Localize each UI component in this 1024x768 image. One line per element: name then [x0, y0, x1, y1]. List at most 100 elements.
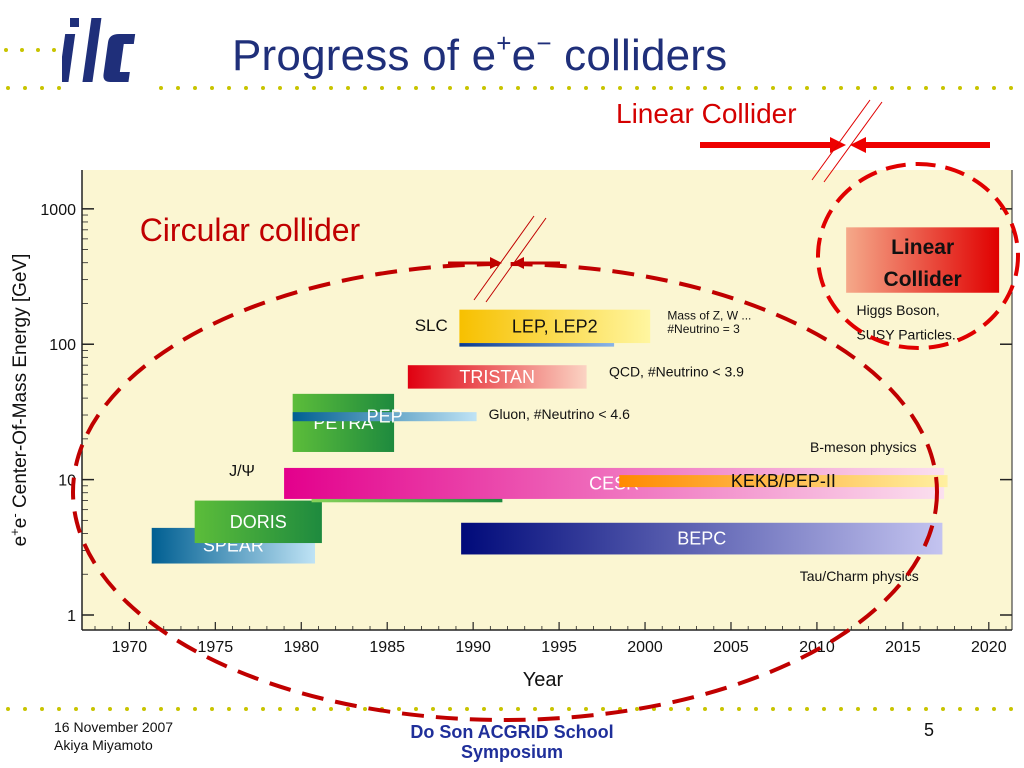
- dot: [669, 707, 673, 711]
- bar-lep-lep2: [459, 309, 651, 344]
- bar-bepc: [461, 522, 943, 555]
- linear-collider-arrow-label: Linear Collider: [616, 98, 797, 129]
- dot: [567, 86, 571, 90]
- dot: [941, 86, 945, 90]
- annotation-mass-of-z-w: Mass of Z, W ...: [667, 309, 751, 323]
- bar-doris-label: DORIS: [230, 512, 287, 532]
- bar-petra: [292, 393, 395, 452]
- dot: [635, 707, 639, 711]
- dot: [839, 707, 843, 711]
- decorative-dot-rows: [4, 48, 1013, 711]
- linear-collider-ellipse: [816, 162, 1020, 350]
- x-tick-label: 1975: [198, 639, 234, 656]
- dot: [771, 707, 775, 711]
- dot: [601, 707, 605, 711]
- slide-title: Progress of e+e− colliders: [232, 28, 728, 80]
- bar-tristan: [407, 365, 587, 389]
- x-tick-label: 1970: [112, 639, 148, 656]
- x-tick-label: 1985: [369, 639, 405, 656]
- dot: [822, 86, 826, 90]
- dot: [550, 86, 554, 90]
- dot: [924, 86, 928, 90]
- bar-pep: [292, 412, 477, 422]
- dot: [448, 707, 452, 711]
- annotation-higgs-boson: Higgs Boson,: [856, 302, 939, 318]
- annotation-gluon-neutrino-4-6: Gluon, #Neutrino < 4.6: [489, 406, 630, 422]
- dot: [1009, 86, 1013, 90]
- dot: [329, 707, 333, 711]
- annotation-circular-collider: Circular collider: [140, 212, 361, 248]
- bar-linear-collider: [846, 227, 1000, 293]
- dot: [329, 86, 333, 90]
- dot: [516, 707, 520, 711]
- dot: [618, 86, 622, 90]
- dot: [244, 86, 248, 90]
- dot: [805, 86, 809, 90]
- x-tick-label: 1995: [541, 639, 577, 656]
- bar-kekb-pep-ii: [619, 475, 948, 488]
- dot: [890, 707, 894, 711]
- dot: [754, 707, 758, 711]
- dot: [669, 86, 673, 90]
- dot: [74, 707, 78, 711]
- dot: [4, 48, 8, 52]
- x-axis-label: Year: [523, 669, 564, 691]
- footer-event-line1: Do Son ACGRID School: [410, 722, 614, 742]
- dot: [805, 707, 809, 711]
- annotation-neutrino-3: #Neutrino = 3: [667, 322, 740, 336]
- dot: [992, 86, 996, 90]
- dot: [601, 86, 605, 90]
- footer-author: Akiya Miyamoto: [54, 737, 153, 753]
- linear-limit-slash-1: [811, 99, 871, 181]
- ilc-logo: ilc: [62, 18, 136, 82]
- x-tick-label: 2005: [713, 639, 749, 656]
- linear-arrow-right-head: [850, 137, 866, 153]
- dot: [397, 707, 401, 711]
- dot: [210, 86, 214, 90]
- dot: [295, 86, 299, 90]
- dot: [210, 707, 214, 711]
- dot: [992, 707, 996, 711]
- annotation-qcd-neutrino-3-9: QCD, #Neutrino < 3.9: [609, 363, 744, 379]
- y-axis-label: e+e- Center-Of-Mass Energy [GeV]: [7, 254, 32, 547]
- dot: [975, 86, 979, 90]
- annotation-b-meson-physics: B-meson physics: [810, 439, 917, 455]
- x-tick-label: 1990: [455, 639, 491, 656]
- dot: [720, 707, 724, 711]
- x-tick-label: 2020: [971, 639, 1007, 656]
- dot: [227, 707, 231, 711]
- x-tick-label: 2000: [627, 639, 663, 656]
- dot: [516, 86, 520, 90]
- annotation-j: J/Ψ: [229, 463, 255, 480]
- dot: [907, 86, 911, 90]
- dot: [890, 86, 894, 90]
- dot: [941, 707, 945, 711]
- dot: [907, 707, 911, 711]
- dot: [176, 86, 180, 90]
- dot: [1009, 707, 1013, 711]
- dot: [278, 86, 282, 90]
- page-number: 5: [924, 720, 935, 740]
- bar-pep-label: PEP: [367, 407, 403, 427]
- y-tick-label: 1: [67, 608, 76, 625]
- footer-date: 16 November 2007: [54, 719, 174, 735]
- dot: [482, 707, 486, 711]
- dot: [36, 48, 40, 52]
- dot: [754, 86, 758, 90]
- dot: [57, 707, 61, 711]
- dot: [567, 707, 571, 711]
- dot: [584, 86, 588, 90]
- y-tick-label: 100: [49, 337, 76, 354]
- dot: [856, 707, 860, 711]
- dot: [397, 86, 401, 90]
- dot: [465, 86, 469, 90]
- dot: [295, 707, 299, 711]
- dot: [550, 707, 554, 711]
- dot: [482, 86, 486, 90]
- dot: [6, 707, 10, 711]
- bar-slc: [459, 343, 615, 347]
- dot: [431, 707, 435, 711]
- dot: [788, 707, 792, 711]
- circular-limit-slash-1: [473, 215, 535, 301]
